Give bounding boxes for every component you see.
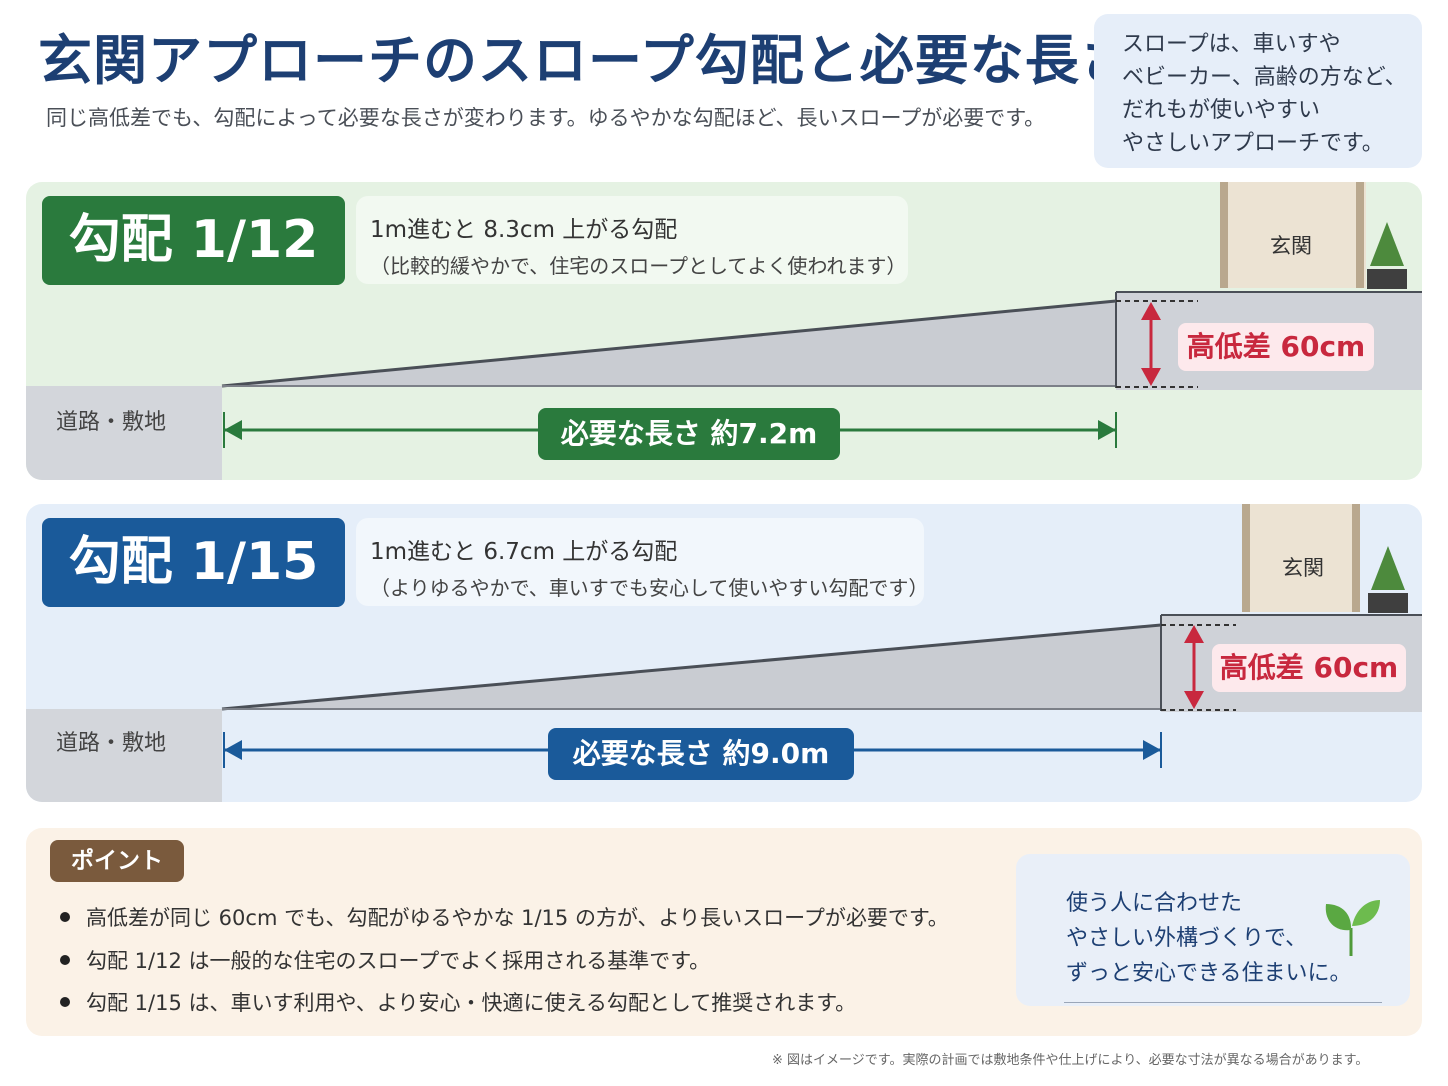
plant-icon: [1371, 546, 1405, 590]
plant-pot: [1367, 269, 1407, 289]
entrance-door: [1248, 504, 1358, 612]
height-arrow-head-up: [1184, 625, 1204, 643]
door-label: 玄関: [1282, 556, 1324, 580]
message-line: ずっと安心できる住まいに。: [1066, 961, 1352, 986]
bullet-dot-icon: [60, 955, 70, 965]
page-title: 玄関アプローチのスロープ勾配と必要な長さ: [38, 29, 1135, 92]
entrance-door: [1226, 182, 1366, 288]
plant-icon: [1370, 222, 1404, 266]
door-frame-right: [1356, 182, 1364, 288]
door-frame-right: [1352, 504, 1360, 612]
height-arrow-head-up: [1141, 302, 1161, 320]
intro-note-line: スロープは、車いすや: [1122, 32, 1341, 57]
message-underline: [1064, 1002, 1382, 1003]
slope-diagram: [26, 182, 1422, 480]
intro-note: スロープは、車いすや ベビーカー、高齢の方など、 だれもが使いやすい やさしいア…: [1094, 14, 1422, 168]
length-arrow-head-left: [224, 740, 242, 760]
ground-label: 道路・敷地: [56, 410, 167, 435]
point-item-text: 勾配 1/12 は一般的な住宅のスロープでよく採用される基準です。: [86, 949, 711, 973]
door-frame-left: [1242, 504, 1250, 612]
bullet-dot-icon: [60, 997, 70, 1007]
height-arrow-head-down: [1141, 368, 1161, 386]
page-subtitle: 同じ高低差でも、勾配によって必要な長さが変わります。ゆるやかな勾配ほど、長いスロ…: [46, 106, 1046, 130]
grade-description-sub: （比較的緩やかで、住宅のスロープとしてよく使われます）: [370, 254, 907, 278]
height-difference-tag: 高低差 60cm: [1178, 323, 1374, 371]
door-label: 玄関: [1270, 234, 1312, 258]
points-badge: ポイント: [50, 840, 184, 882]
road-ground: [26, 386, 222, 480]
slope-panel-1-12: 勾配 1/12 1m進むと 8.3cm 上がる勾配 （比較的緩やかで、住宅のスロ…: [26, 182, 1422, 480]
point-item: 高低差が同じ 60cm でも、勾配がゆるやかな 1/15 の方が、より長いスロー…: [60, 902, 949, 932]
grade-badge: 勾配 1/15: [42, 518, 345, 607]
plant-pot: [1368, 593, 1408, 613]
point-item-text: 高低差が同じ 60cm でも、勾配がゆるやかな 1/15 の方が、より長いスロー…: [86, 906, 949, 930]
grade-description-main: 1m進むと 8.3cm 上がる勾配: [370, 217, 678, 243]
point-item-text: 勾配 1/15 は、車いす利用や、より安心・快適に使える勾配として推奨されます。: [86, 991, 857, 1015]
grade-description: 1m進むと 6.7cm 上がる勾配 （よりゆるやかで、車いすでも安心して使いやす…: [356, 518, 929, 606]
bullet-dot-icon: [60, 912, 70, 922]
required-length-pill: 必要な長さ 約9.0m: [548, 728, 854, 780]
grade-badge: 勾配 1/12: [42, 196, 345, 285]
grade-description-sub: （よりゆるやかで、車いすでも安心して使いやすい勾配です）: [370, 576, 929, 600]
required-length-pill: 必要な長さ 約7.2m: [538, 408, 840, 460]
length-arrow-head-right: [1143, 740, 1161, 760]
message-box: 使う人に合わせた やさしい外構づくりで、 ずっと安心できる住まいに。: [1016, 854, 1410, 1006]
points-panel: ポイント 高低差が同じ 60cm でも、勾配がゆるやかな 1/15 の方が、より…: [26, 828, 1422, 1036]
point-item: 勾配 1/15 は、車いす利用や、より安心・快適に使える勾配として推奨されます。: [60, 987, 856, 1017]
intro-note-line: ベビーカー、高齢の方など、: [1122, 65, 1407, 90]
intro-note-line: だれもが使いやすい: [1122, 98, 1321, 123]
length-arrow-head-right: [1098, 420, 1116, 440]
grade-description: 1m進むと 8.3cm 上がる勾配 （比較的緩やかで、住宅のスロープとしてよく使…: [356, 196, 908, 284]
grade-description-main: 1m進むと 6.7cm 上がる勾配: [370, 539, 678, 565]
height-arrow-head-down: [1184, 691, 1204, 709]
message-line: やさしい外構づくりで、: [1066, 926, 1308, 951]
slope-panel-1-15: 勾配 1/15 1m進むと 6.7cm 上がる勾配 （よりゆるやかで、車いすでも…: [26, 504, 1422, 802]
sprout-icon: [1325, 900, 1380, 956]
door-frame-left: [1220, 182, 1228, 288]
message-line: 使う人に合わせた: [1066, 891, 1243, 916]
road-ground: [26, 709, 222, 802]
intro-note-line: やさしいアプローチです。: [1122, 131, 1384, 156]
ground-label: 道路・敷地: [56, 731, 167, 756]
point-item: 勾配 1/12 は一般的な住宅のスロープでよく採用される基準です。: [60, 945, 710, 975]
slope-surface: [221, 623, 1162, 711]
footnote: ※ 図はイメージです。実際の計画では敷地条件や仕上げにより、必要な寸法が異なる場…: [772, 1053, 1369, 1068]
height-difference-tag: 高低差 60cm: [1212, 644, 1406, 692]
length-arrow-head-left: [224, 420, 242, 440]
slope-surface: [221, 299, 1117, 388]
